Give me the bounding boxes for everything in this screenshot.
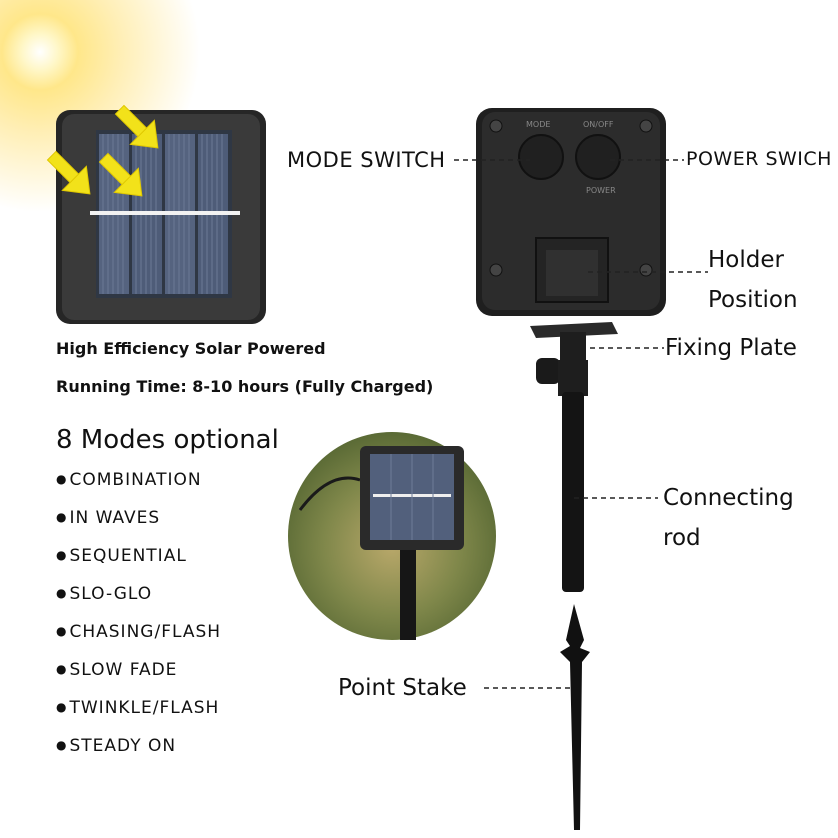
info-line-1: High Efficiency Solar Powered bbox=[56, 339, 326, 358]
fixing-plate-label: Fixing Plate bbox=[665, 335, 797, 361]
mode-item: ●TWINKLE/FLASH bbox=[56, 698, 220, 718]
mode-item: ●SEQUENTIAL bbox=[56, 546, 187, 566]
connecting-label-line1: Connecting bbox=[663, 485, 794, 511]
grass-photo bbox=[288, 432, 496, 640]
mode-item: ●SLOW FADE bbox=[56, 660, 178, 680]
mode-item: ●IN WAVES bbox=[56, 508, 161, 528]
solar-panel bbox=[56, 110, 266, 324]
connecting-label-line2: rod bbox=[663, 525, 701, 551]
holder-label-line1: Holder bbox=[708, 247, 784, 273]
point-stake-label: Point Stake bbox=[338, 675, 467, 701]
mode-item: ●COMBINATION bbox=[56, 470, 202, 490]
power-switch-label: POWER SWICH bbox=[686, 148, 832, 170]
info-line-2: Running Time: 8-10 hours (Fully Charged) bbox=[56, 377, 434, 396]
holder-position-label: Holder Position bbox=[708, 240, 798, 320]
holder-label-line2: Position bbox=[708, 287, 798, 313]
connecting-rod-label: Connecting rod bbox=[663, 478, 794, 558]
modes-title: 8 Modes optional bbox=[56, 425, 279, 455]
stake-assembly bbox=[530, 322, 618, 830]
mode-item: ●STEADY ON bbox=[56, 736, 177, 756]
power-marking: POWER bbox=[586, 186, 616, 195]
onoff-marking: ON/OFF bbox=[583, 120, 614, 129]
controller-box bbox=[476, 108, 666, 316]
mode-item: ●SLO-GLO bbox=[56, 584, 153, 604]
leader-lines bbox=[454, 159, 708, 689]
mode-switch-label: MODE SWITCH bbox=[287, 148, 446, 172]
mode-item: ●CHASING/FLASH bbox=[56, 622, 222, 642]
mode-marking: MODE bbox=[526, 120, 551, 129]
arrow-icon bbox=[46, 104, 159, 197]
